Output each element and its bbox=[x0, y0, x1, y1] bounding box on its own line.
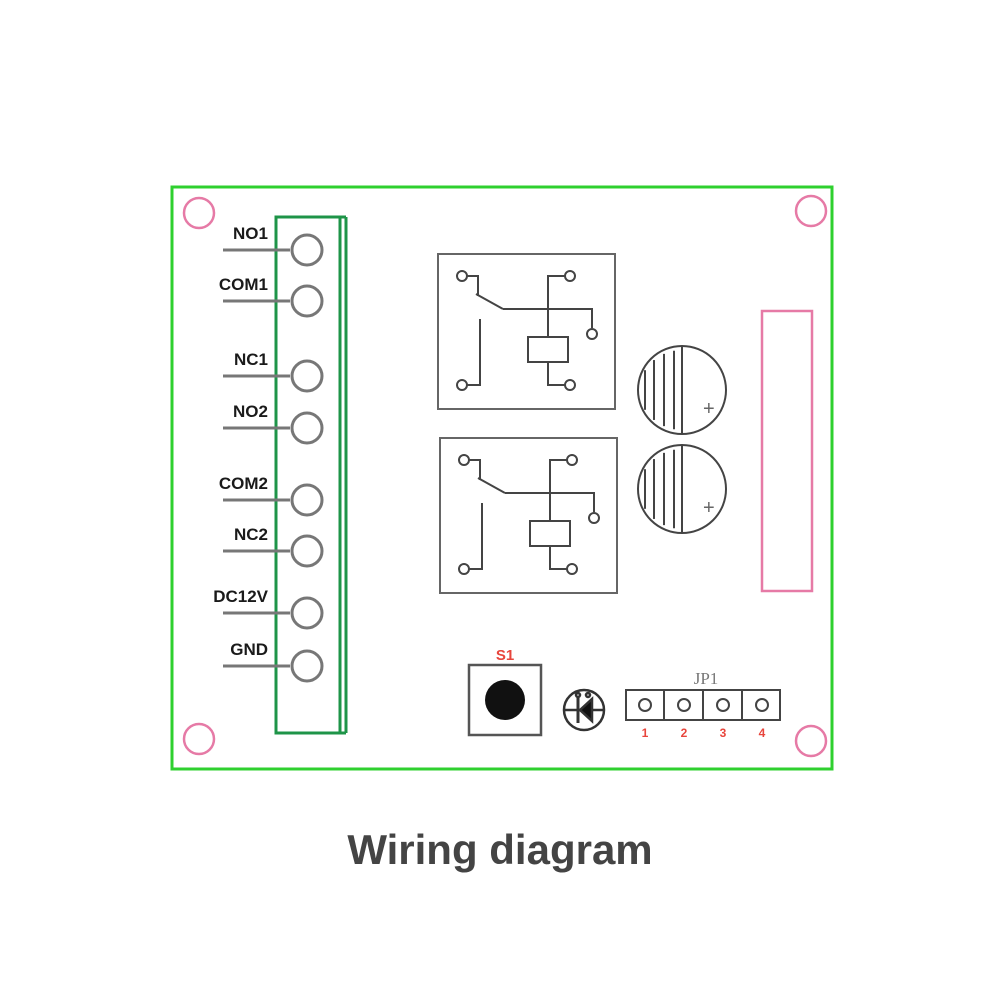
mounting-hole bbox=[794, 194, 828, 228]
terminal-label: GND bbox=[230, 640, 268, 659]
terminal-nc1: NC1 bbox=[223, 350, 324, 393]
terminal-nc2: NC2 bbox=[223, 525, 324, 568]
terminal-label: DC12V bbox=[213, 587, 268, 606]
mounting-hole bbox=[794, 724, 828, 758]
polarity-plus-icon: + bbox=[703, 497, 715, 519]
terminal-block bbox=[274, 215, 348, 735]
terminal-label: COM2 bbox=[219, 474, 268, 493]
screw-terminal[interactable] bbox=[290, 411, 324, 445]
terminal-no2: NO2 bbox=[223, 402, 324, 445]
terminal-gnd: GND bbox=[223, 640, 324, 683]
terminal-no1: NO1 bbox=[223, 224, 324, 267]
capacitor-1: + bbox=[637, 345, 727, 435]
switch-s1[interactable] bbox=[467, 663, 543, 737]
screw-terminal[interactable] bbox=[290, 359, 324, 393]
terminal-label: NC2 bbox=[234, 525, 268, 544]
mounting-hole bbox=[182, 196, 216, 230]
terminal-com2: COM2 bbox=[219, 474, 324, 517]
relay-1 bbox=[437, 253, 616, 410]
jumper-pin[interactable] bbox=[755, 698, 769, 712]
screw-terminal[interactable] bbox=[290, 284, 324, 318]
jumper-pin-number: 3 bbox=[720, 726, 727, 740]
terminal-com1: COM1 bbox=[219, 275, 324, 318]
terminal-dc12v: DC12V bbox=[213, 587, 324, 630]
terminal-label: NC1 bbox=[234, 350, 268, 369]
screw-terminal[interactable] bbox=[290, 233, 324, 267]
terminal-label: NO2 bbox=[233, 402, 268, 421]
jumper-pin-number: 1 bbox=[642, 726, 649, 740]
polarity-plus-icon: + bbox=[703, 398, 715, 420]
terminal-label: NO1 bbox=[233, 224, 268, 243]
switch-label: S1 bbox=[496, 647, 514, 664]
screw-terminal[interactable] bbox=[290, 649, 324, 683]
screw-terminal[interactable] bbox=[290, 483, 324, 517]
jumper-pin-number: 4 bbox=[759, 726, 766, 740]
diagram-caption: Wiring diagram bbox=[347, 826, 653, 873]
terminal-label: COM1 bbox=[219, 275, 268, 294]
screw-terminal[interactable] bbox=[290, 596, 324, 630]
jumper-pin[interactable] bbox=[638, 698, 652, 712]
mounting-hole bbox=[182, 722, 216, 756]
led-diode-icon bbox=[562, 688, 606, 732]
jumper-pin[interactable] bbox=[677, 698, 691, 712]
header-connector bbox=[760, 309, 814, 593]
jumper-pin[interactable] bbox=[716, 698, 730, 712]
jumper-pin-number: 2 bbox=[681, 726, 688, 740]
capacitor-2: + bbox=[637, 444, 727, 534]
screw-terminal[interactable] bbox=[290, 534, 324, 568]
relay-2 bbox=[439, 437, 618, 594]
jumper-label: JP1 bbox=[694, 669, 719, 688]
